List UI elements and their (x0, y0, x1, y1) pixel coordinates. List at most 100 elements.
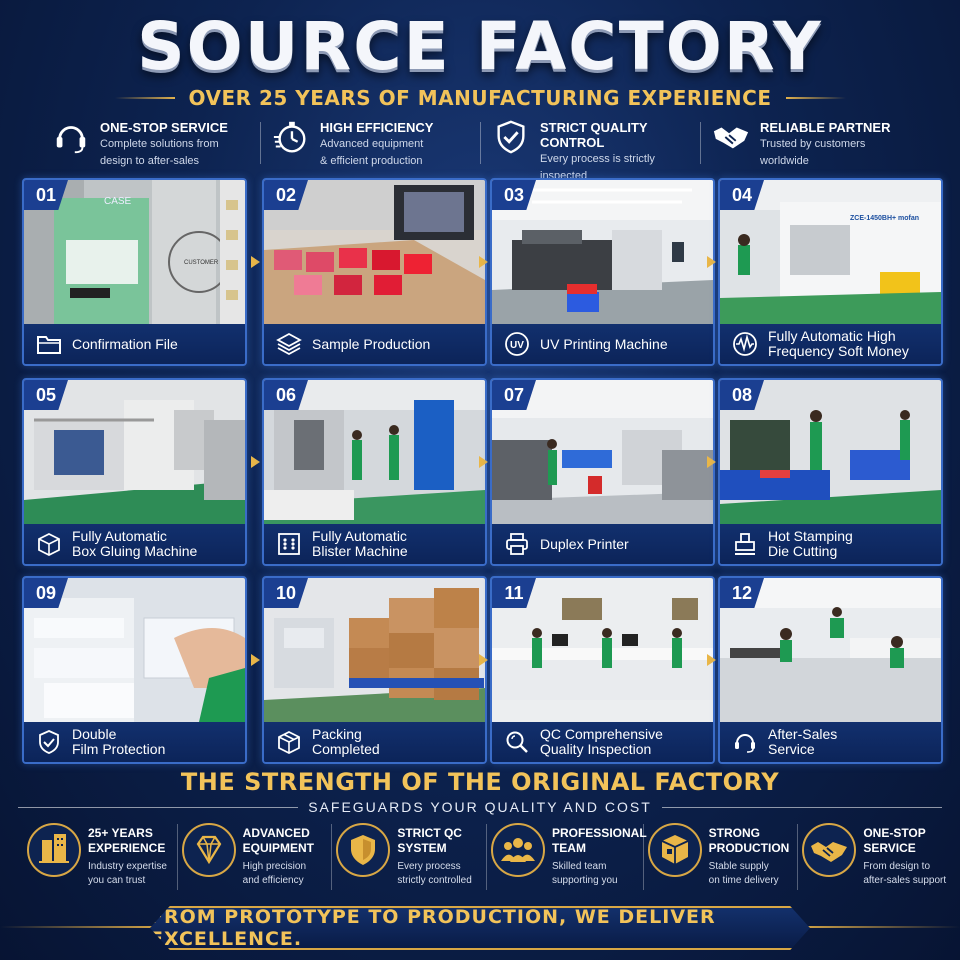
feature-desc: design to after-sales (100, 155, 200, 167)
step-label: Fully Automatic High Frequency Soft Mone… (768, 328, 909, 359)
uv-icon: UV (505, 332, 529, 356)
card-caption: Packing Completed (264, 722, 485, 762)
banner-wing-right (800, 926, 960, 928)
subtitle-row: OVER 25 YEARS OF MANUFACTURING EXPERIENC… (0, 85, 960, 111)
feature-title: RELIABLE PARTNER (760, 120, 891, 135)
shield-check-icon (497, 120, 525, 154)
strength-title: THE STRENGTH OF THE ORIGINAL FACTORY (180, 768, 780, 796)
strength-experience: 25+ YEARS EXPERIENCE Industry expertise … (26, 822, 181, 894)
strength-production: STRONG PRODUCTION Stable supply on time … (642, 822, 802, 894)
handshake-icon (802, 823, 857, 877)
process-card-08: 08 Hot Stamping Die Cutting (718, 378, 943, 566)
package-icon (278, 730, 300, 755)
step-label: Fully Automatic Blister Machine (312, 528, 408, 559)
gold-divider-left (114, 97, 175, 99)
flow-arrow (251, 456, 260, 468)
headset-icon (735, 734, 755, 753)
step-label: Sample Production (312, 335, 431, 352)
card-caption: QC Comprehensive Quality Inspection (492, 722, 713, 762)
process-card-05: 05 Fully Automatic Box Gluing Machine (22, 378, 247, 566)
card-caption: Duplex Printer (492, 524, 713, 564)
production-box-icon (647, 823, 702, 877)
page-title: SOURCE FACTORY (137, 8, 823, 85)
card-caption: After-Sales Service (720, 722, 941, 762)
factory-building-icon (27, 823, 81, 877)
flow-arrow (707, 456, 716, 468)
strength-item-title: ONE-STOP SERVICE (863, 826, 926, 855)
photo-sample-production (264, 180, 485, 324)
stamping-icon (735, 533, 755, 555)
headset-icon (56, 126, 86, 154)
step-label: Fully Automatic Box Gluing Machine (72, 528, 198, 559)
feature-desc: Every process is strictly (540, 153, 655, 165)
photo-packing (264, 578, 485, 722)
folder-icon (37, 336, 61, 354)
feature-bar: ONE-STOP SERVICE Complete solutions from… (52, 118, 932, 182)
flow-arrow (251, 256, 260, 268)
handshake-icon (713, 127, 749, 149)
card-caption: Fully Automatic Box Gluing Machine (24, 524, 245, 564)
photo-label-customer: CUSTOMER (184, 260, 219, 266)
process-card-09: 09 Double Film Protection (22, 576, 247, 764)
flow-arrow (707, 256, 716, 268)
process-card-11: 11 QC Comprehensive Quality Inspection (490, 576, 715, 764)
card-caption: Fully Automatic High Frequency Soft Mone… (720, 324, 941, 364)
feature-desc: worldwide (760, 155, 809, 167)
shield-check-icon (39, 730, 59, 754)
gold-divider-right (785, 97, 846, 99)
strength-item-desc: From design to after-sales support (863, 861, 947, 886)
white-divider-right (661, 806, 942, 808)
strength-item-title: ADVANCED EQUIPMENT (242, 826, 314, 855)
strength-item-desc: Stable supply on time delivery (708, 861, 779, 886)
feature-title: HIGH EFFICIENCY (320, 120, 434, 135)
banner-wing-left (0, 926, 160, 928)
stopwatch-icon (273, 121, 306, 153)
flow-arrow (479, 456, 488, 468)
flow-arrow (707, 654, 716, 666)
photo-hot-stamping (720, 380, 941, 524)
step-number: 04 (720, 180, 764, 210)
strength-item-desc: High precision and efficiency (242, 861, 307, 886)
step-label: Duplex Printer (540, 535, 629, 552)
flow-arrow (251, 654, 260, 666)
flow-arrow (479, 256, 488, 268)
photo-label-case: CASE (104, 196, 132, 207)
card-caption: Double Film Protection (24, 722, 245, 762)
strength-item-desc: Skilled team supporting you (551, 861, 618, 886)
strength-equipment: ADVANCED EQUIPMENT High precision and ef… (176, 822, 336, 894)
step-label: Confirmation File (72, 335, 178, 352)
step-label: QC Comprehensive Quality Inspection (540, 726, 663, 757)
page-subtitle: OVER 25 YEARS OF MANUFACTURING EXPERIENC… (188, 86, 772, 110)
step-label: UV Printing Machine (540, 335, 668, 352)
process-card-02: 02 Sample Production (262, 178, 487, 366)
strength-item-title: PROFESSIONAL TEAM (551, 826, 647, 855)
process-card-12: 12 After-Sales Service (718, 576, 943, 764)
layers-icon (276, 332, 302, 356)
card-caption: Fully Automatic Blister Machine (264, 524, 485, 564)
strength-item-title: STRONG PRODUCTION (708, 826, 790, 855)
card-caption: Sample Production (264, 324, 485, 364)
magnifier-icon (506, 731, 528, 753)
flow-arrow (479, 654, 488, 666)
box-icon (38, 532, 60, 557)
step-label: Double Film Protection (72, 726, 166, 757)
card-caption: Hot Stamping Die Cutting (720, 524, 941, 564)
strength-subtitle-row: SAFEGUARDS YOUR QUALITY AND COST (0, 798, 960, 816)
feature-quality: STRICT QUALITY CONTROL Every process is … (480, 118, 712, 182)
strength-subtitle: SAFEGUARDS YOUR QUALITY AND COST (308, 799, 652, 815)
process-card-06: 06 Fully Automatic Blister Machine (262, 378, 487, 566)
team-icon (490, 823, 545, 877)
strength-qc: STRICT QC SYSTEM Every process strictly … (331, 822, 490, 894)
step-number: 10 (264, 578, 308, 608)
process-card-01: CASE CUSTOMER 01 Confirmation File (22, 178, 247, 366)
feature-title: STRICT QUALITY CONTROL (540, 120, 648, 150)
photo-film-protection (24, 578, 245, 722)
strength-team: PROFESSIONAL TEAM Skilled team supportin… (485, 822, 647, 894)
white-divider-left (18, 806, 299, 808)
footer-banner: FROM PROTOTYPE TO PRODUCTION, WE DELIVER… (150, 906, 810, 950)
card-caption: UV UV Printing Machine (492, 324, 713, 364)
process-grid: CASE CUSTOMER 01 Confirmation File (22, 178, 943, 764)
step-label: After-Sales Service (768, 726, 838, 757)
strength-item-desc: Every process strictly controlled (397, 861, 472, 886)
photo-soft-money-machine: ZCE-1450BH+ mofan (720, 180, 941, 324)
